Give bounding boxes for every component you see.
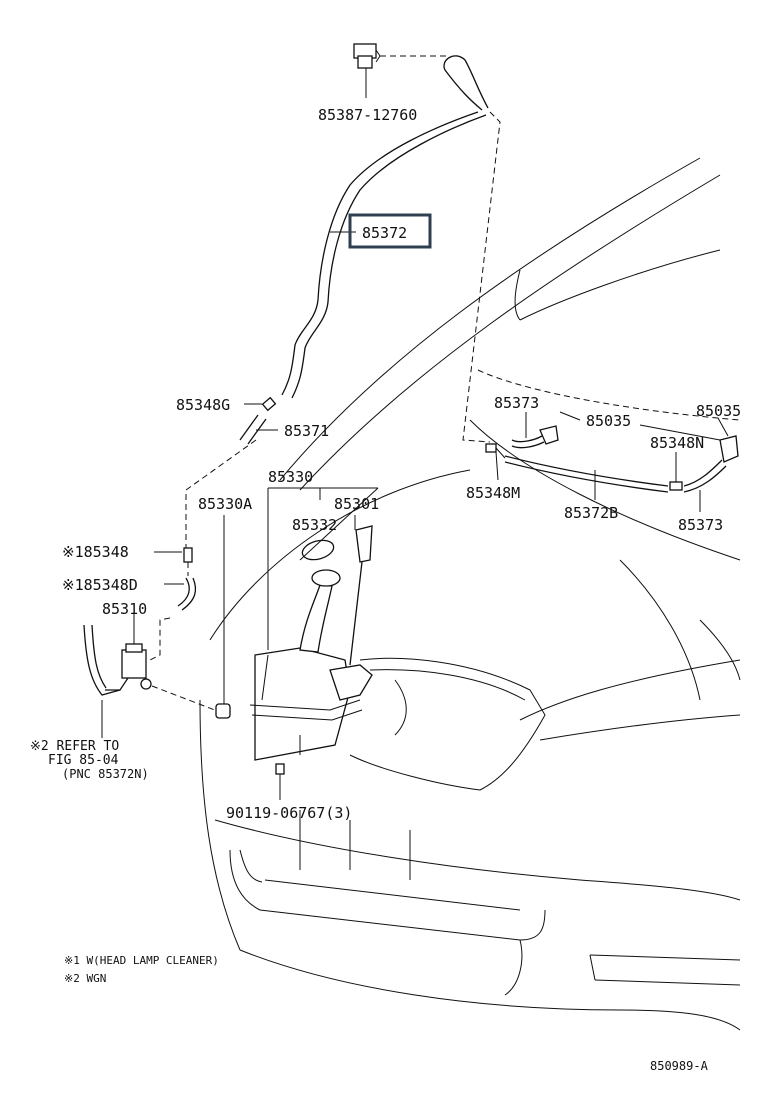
hose-wgn [83,624,121,738]
label-85332: 85332 [292,516,337,534]
check-valve-85348 [183,547,193,563]
label-85348N: 85348N [650,434,704,452]
washer-tank-85330 [249,569,373,761]
routing-left [185,439,257,548]
label-85035-a: 85035 [586,412,631,430]
label-85330A: 85330A [198,495,252,513]
label-85330: 85330 [268,468,313,486]
hose-85348D [177,577,197,611]
car-body-outline [199,157,741,1031]
note-1: ※1 W(HEAD LAMP CLEANER) [64,954,219,967]
hose-85372 [281,55,501,443]
rear-washer-nozzle-85387 [353,43,450,98]
label-90119-06767: 90119-06767(3) [226,804,352,822]
label-85371: 85371 [284,422,329,440]
label-85373-top: 85373 [494,394,539,412]
label-85348: ※185348 [62,543,129,561]
bolt-90119 [275,763,285,800]
note-2: ※2 WGN [64,972,106,985]
label-85301: 85301 [334,495,379,513]
routing-pump [149,617,171,661]
leader-lines-tank [223,487,379,704]
label-85372B: 85372B [564,504,618,522]
level-sensor-85301 [349,525,373,666]
label-85348D: ※185348D [62,576,138,594]
label-fig-85-04: FIG 85-04 [48,753,119,768]
label-85348M: 85348M [466,484,520,502]
hose-85371 [239,414,267,445]
label-85310: 85310 [102,600,147,618]
label-refer-to: ※2 REFER TO [30,739,119,754]
routing-pump-to-tank [151,685,221,713]
label-85348G: 85348G [176,396,230,414]
label-pnc-85372n: (PNC 85372N) [62,767,149,781]
label-85373-bottom: 85373 [678,516,723,534]
label-85372: 85372 [362,224,407,242]
headlamp-cleaner-right [485,411,739,512]
check-valve-85348G [261,396,277,412]
grommet-85330A [215,703,231,719]
label-85035-b: 85035 [696,402,741,420]
figure-id: 850989-A [650,1059,709,1073]
cap-85332 [301,539,335,561]
washer-pump-85310 [105,614,152,691]
label-85387-12760: 85387-12760 [318,106,417,124]
highlight-box-85372 [348,213,432,249]
